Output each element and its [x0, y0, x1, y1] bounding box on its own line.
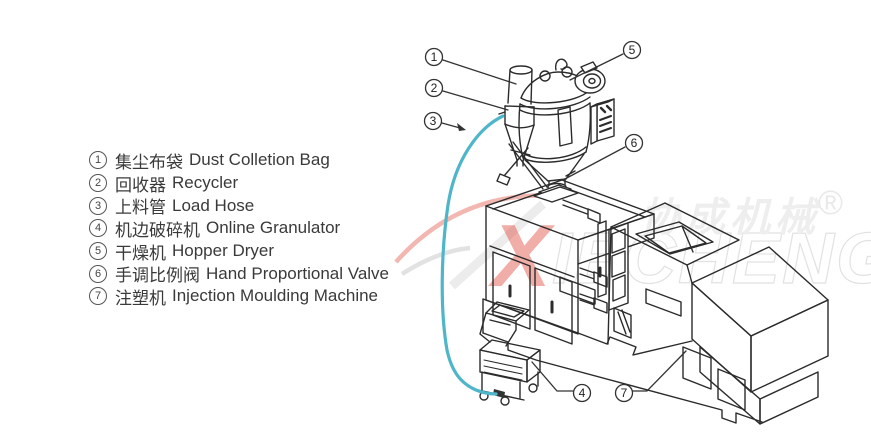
- watermark-stroke-gray: [448, 200, 547, 290]
- legend-number-badge: 7: [89, 287, 107, 306]
- legend-label-en: Hand Proportional Valve: [206, 263, 390, 283]
- callout-number: 7: [621, 386, 628, 400]
- callout-number: 1: [431, 50, 438, 64]
- legend-label-zh: 干燥机: [115, 243, 166, 263]
- legend-number-badge: 3: [89, 196, 107, 215]
- callout-6: 6: [562, 133, 644, 181]
- legend-label-zh: 手调比例阀: [115, 266, 200, 286]
- watermark-brand-zh: 协成机械: [640, 196, 821, 240]
- legend-label-en: Load Hose: [172, 195, 255, 215]
- legend-number-badge: 6: [89, 264, 107, 283]
- callout-number: 6: [631, 136, 638, 150]
- tie-bars: [562, 199, 608, 314]
- load-hose: [440, 114, 505, 396]
- legend-label-en: Injection Moulding Machine: [172, 286, 379, 306]
- hand-proportional-valve: [533, 170, 579, 203]
- callout-number: 4: [579, 386, 586, 400]
- callout-5: 5: [569, 40, 642, 81]
- legend: 1 集尘布袋 Dust Colletion Bag 2 回收器 Recycler…: [89, 149, 389, 308]
- legend-item: 3 上料管 Load Hose: [89, 194, 389, 217]
- callout-2: 2: [424, 78, 509, 111]
- recycler-cyclone: [496, 105, 548, 190]
- legend-item: 6 手调比例阀 Hand Proportional Valve: [89, 262, 389, 285]
- legend-label-zh: 注塑机: [115, 288, 166, 308]
- callout-number: 5: [629, 43, 636, 57]
- legend-number-badge: 2: [89, 174, 107, 193]
- legend-item: 4 机边破碎机 Online Granulator: [89, 217, 389, 240]
- dryer-blower: [574, 61, 606, 94]
- callout-number: 3: [430, 114, 437, 128]
- legend-item: 1 集尘布袋 Dust Colletion Bag: [89, 149, 389, 172]
- legend-label-zh: 机边破碎机: [115, 220, 200, 240]
- legend-label-en: Recycler: [172, 173, 239, 193]
- callout-7: 7: [614, 350, 687, 403]
- legend-number-badge: 4: [89, 219, 107, 238]
- machine-base: [482, 266, 763, 424]
- legend-label-en: Online Granulator: [206, 218, 341, 238]
- registered-mark: ®: [818, 184, 843, 222]
- callout-number: 2: [431, 81, 438, 95]
- legend-label-en: Dust Colletion Bag: [189, 150, 330, 170]
- watermark-initial: X: [487, 206, 556, 305]
- legend-label-zh: 回收器: [115, 175, 166, 195]
- clamp-guard-top: [607, 202, 740, 345]
- callout-3: 3: [423, 111, 466, 131]
- watermark-swoosh-gray: [400, 245, 471, 276]
- legend-label-zh: 上料管: [115, 198, 166, 218]
- legend-item: 2 回收器 Recycler: [89, 172, 389, 195]
- legend-label-zh: 集尘布袋: [115, 152, 183, 172]
- legend-item: 5 干燥机 Hopper Dryer: [89, 240, 389, 263]
- legend-label-en: Hopper Dryer: [172, 241, 275, 261]
- legend-item: 7 注塑机 Injection Moulding Machine: [89, 285, 389, 308]
- clamp-end-box: [691, 246, 829, 425]
- legend-number-badge: 5: [89, 242, 107, 261]
- dust-collection-bag: [507, 65, 533, 105]
- dryer-control-panel: [590, 98, 615, 145]
- callout-1: 1: [424, 47, 517, 85]
- callout-4: 4: [531, 361, 592, 403]
- legend-number-badge: 1: [89, 151, 107, 170]
